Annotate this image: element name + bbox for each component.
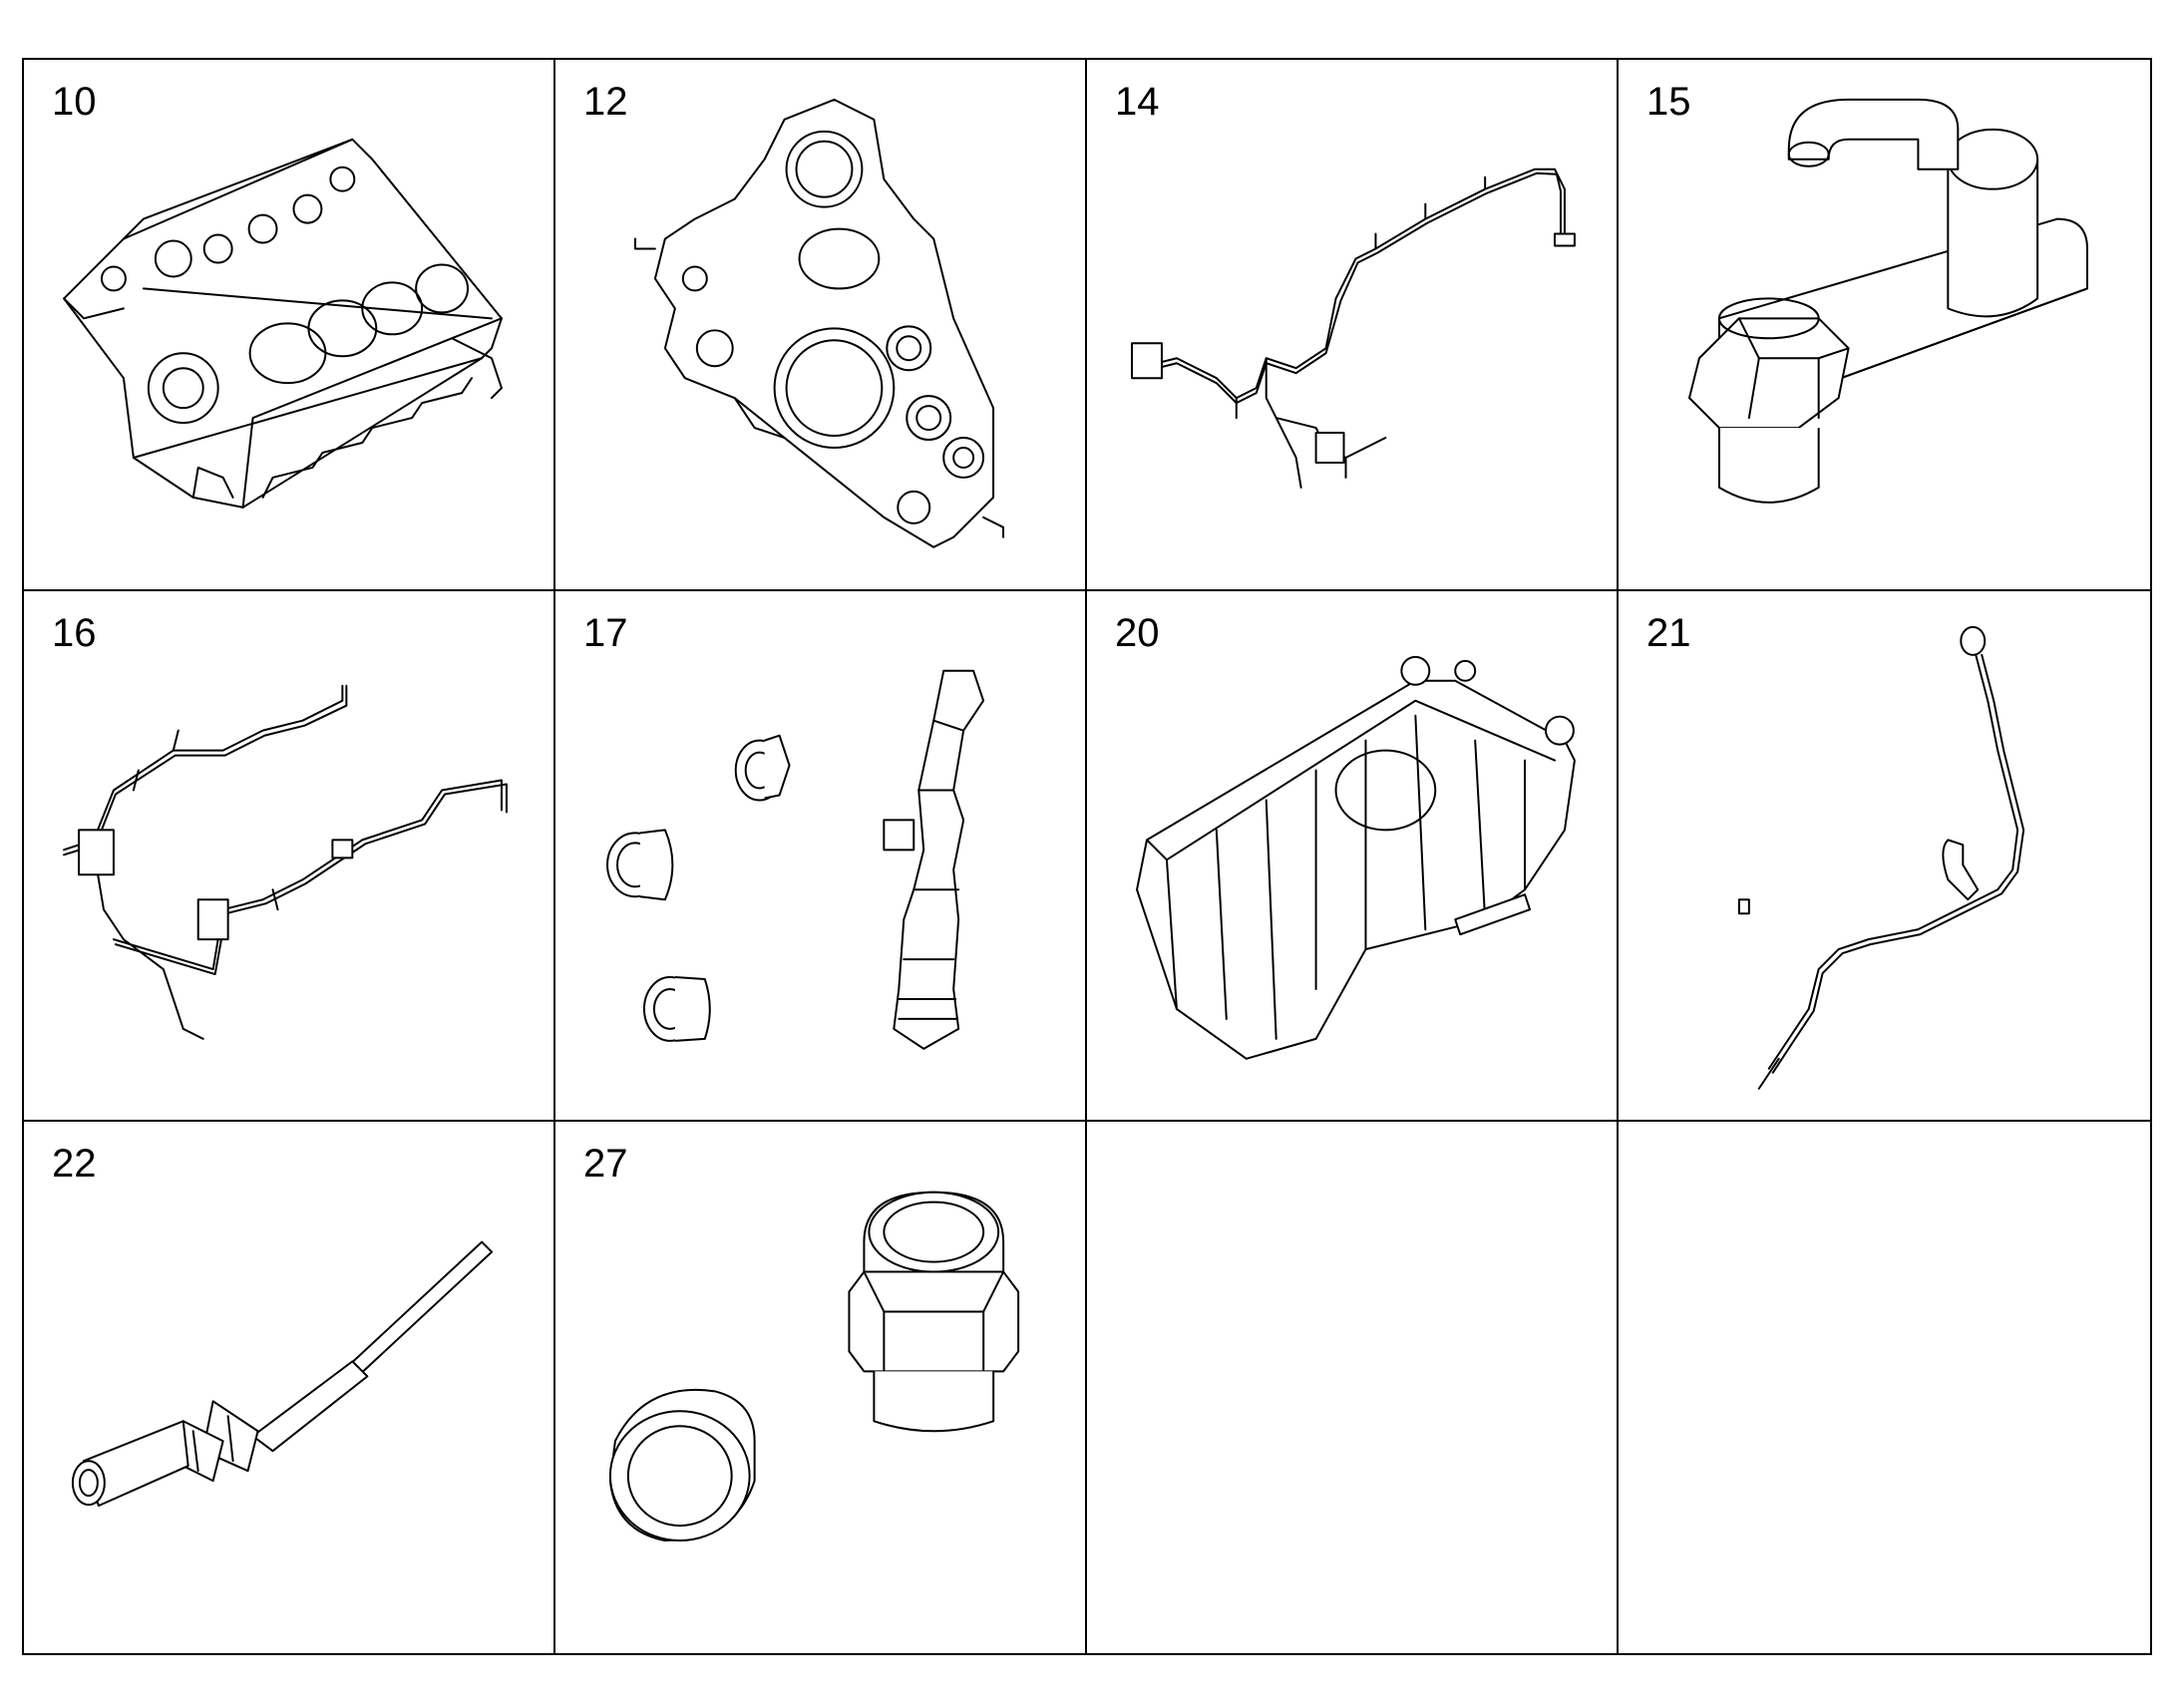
part-number: 21 xyxy=(1646,610,1691,655)
part-cell-10[interactable]: 10 xyxy=(24,60,555,591)
part-cell-20[interactable]: 20 xyxy=(1087,590,1619,1123)
part-number: 17 xyxy=(583,610,628,655)
part-number: 20 xyxy=(1115,610,1160,655)
part-number: 10 xyxy=(52,80,97,124)
dipstick-icon xyxy=(1737,625,2025,1090)
part-number: 16 xyxy=(52,610,97,655)
part-number: 27 xyxy=(583,1142,628,1187)
part-cell-15[interactable]: 15 xyxy=(1619,60,2150,591)
part-cell-22[interactable]: 22 xyxy=(24,1122,555,1653)
parts-grid: 10 12 xyxy=(22,58,2152,1655)
part-number: 22 xyxy=(52,1142,97,1187)
harness-assembly-icon xyxy=(63,684,508,1040)
part-cell-14[interactable]: 14 xyxy=(1087,60,1619,591)
empty-cell xyxy=(1619,1122,2150,1653)
part-cell-27[interactable]: 27 xyxy=(555,1122,1087,1653)
part-number: 12 xyxy=(583,80,628,124)
threaded-plugs-icon xyxy=(608,1192,1020,1542)
part-cell-12[interactable]: 12 xyxy=(555,60,1087,591)
part-cell-17[interactable]: 17 xyxy=(555,590,1087,1123)
part-number: 14 xyxy=(1115,80,1160,124)
empty-cell xyxy=(1087,1122,1619,1653)
oil-pan-icon xyxy=(1136,655,1576,1060)
part-number: 15 xyxy=(1646,80,1691,124)
wiring-harness-icon xyxy=(1131,168,1576,489)
oil-cooler-icon xyxy=(1687,98,2088,504)
sensor-probe-icon xyxy=(71,1240,494,1508)
part-cell-21[interactable]: 21 xyxy=(1619,591,2150,1123)
engine-block-icon xyxy=(63,138,503,509)
part-cell-16[interactable]: 16 xyxy=(24,590,555,1123)
plugs-and-tube-icon xyxy=(606,669,985,1050)
timing-cover-icon xyxy=(633,98,1005,548)
